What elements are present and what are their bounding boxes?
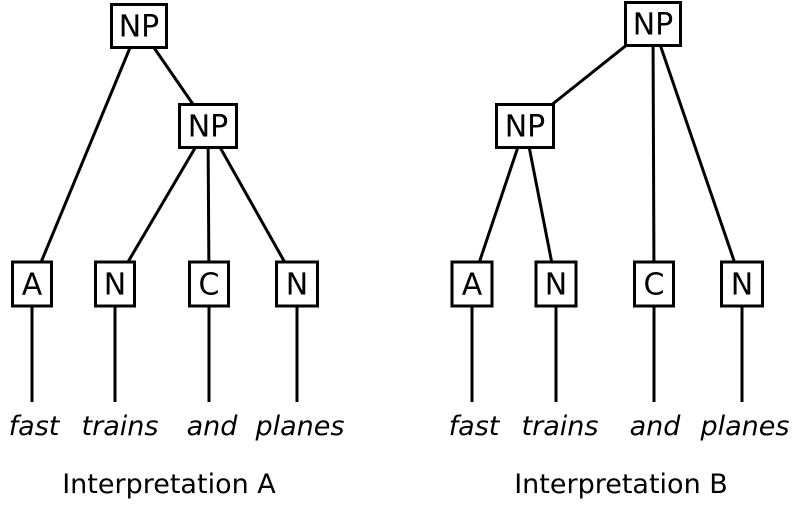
node-label-interpretation-a-leaf-a: A — [22, 268, 43, 303]
node-box-interpretation-a-leaf-n1 — [94, 260, 136, 308]
tree-edge-interpretation-b-2 — [651, 23, 744, 285]
node-box-interpretation-a-np-inner — [178, 103, 238, 149]
node-box-interpretation-b-leaf-n2 — [720, 260, 764, 308]
node-label-interpretation-a-np-inner: NP — [188, 110, 229, 145]
node-box-interpretation-a-leaf-c — [188, 260, 230, 308]
tree-edge-interpretation-a-4 — [206, 125, 299, 285]
tree-edge-interpretation-a-2 — [113, 125, 210, 285]
node-label-interpretation-b-leaf-a: A — [462, 268, 483, 303]
node-label-interpretation-a-leaf-n1: N — [104, 268, 126, 303]
tree-caption-interpretation-b: Interpretation B — [514, 469, 728, 500]
tree-edge-interpretation-b-3 — [470, 125, 527, 285]
word-label-interpretation-a-fast: fast — [9, 411, 61, 442]
node-label-interpretation-a-np-root: NP — [119, 10, 160, 45]
word-label-interpretation-b-planes: planes — [700, 411, 790, 442]
node-box-interpretation-a-leaf-a — [11, 260, 53, 308]
word-label-interpretation-b-trains: trains — [522, 411, 599, 442]
word-label-interpretation-a-planes: planes — [255, 411, 345, 442]
node-label-interpretation-a-leaf-n2: N — [286, 268, 308, 303]
tree-edge-interpretation-b-1 — [651, 23, 656, 285]
node-label-interpretation-b-np-root: NP — [633, 8, 674, 43]
node-label-interpretation-a-leaf-c: C — [199, 268, 220, 303]
node-label-interpretation-b-leaf-n2: N — [731, 268, 753, 303]
node-box-interpretation-b-leaf-n1 — [534, 260, 578, 308]
node-box-interpretation-b-leaf-a — [450, 260, 494, 308]
tree-edge-interpretation-a-0 — [30, 25, 141, 285]
tree-edge-interpretation-b-4 — [523, 125, 558, 285]
word-label-interpretation-b-fast: fast — [449, 411, 501, 442]
node-label-interpretation-b-leaf-n1: N — [545, 268, 567, 303]
node-box-interpretation-b-np-inner — [495, 103, 555, 149]
word-label-interpretation-a-trains: trains — [82, 411, 159, 442]
node-box-interpretation-b-leaf-c — [633, 260, 675, 308]
tree-caption-interpretation-a: Interpretation A — [62, 469, 276, 500]
word-label-interpretation-a-and: and — [187, 411, 239, 442]
tree-edge-interpretation-a-3 — [206, 125, 211, 285]
word-label-interpretation-b-and: and — [630, 411, 682, 442]
node-label-interpretation-b-leaf-c: C — [644, 268, 665, 303]
node-label-interpretation-b-np-inner: NP — [505, 110, 546, 145]
node-box-interpretation-a-np-root — [110, 3, 168, 49]
node-box-interpretation-b-np-root — [624, 1, 682, 47]
node-box-interpretation-a-leaf-n2 — [275, 260, 319, 308]
